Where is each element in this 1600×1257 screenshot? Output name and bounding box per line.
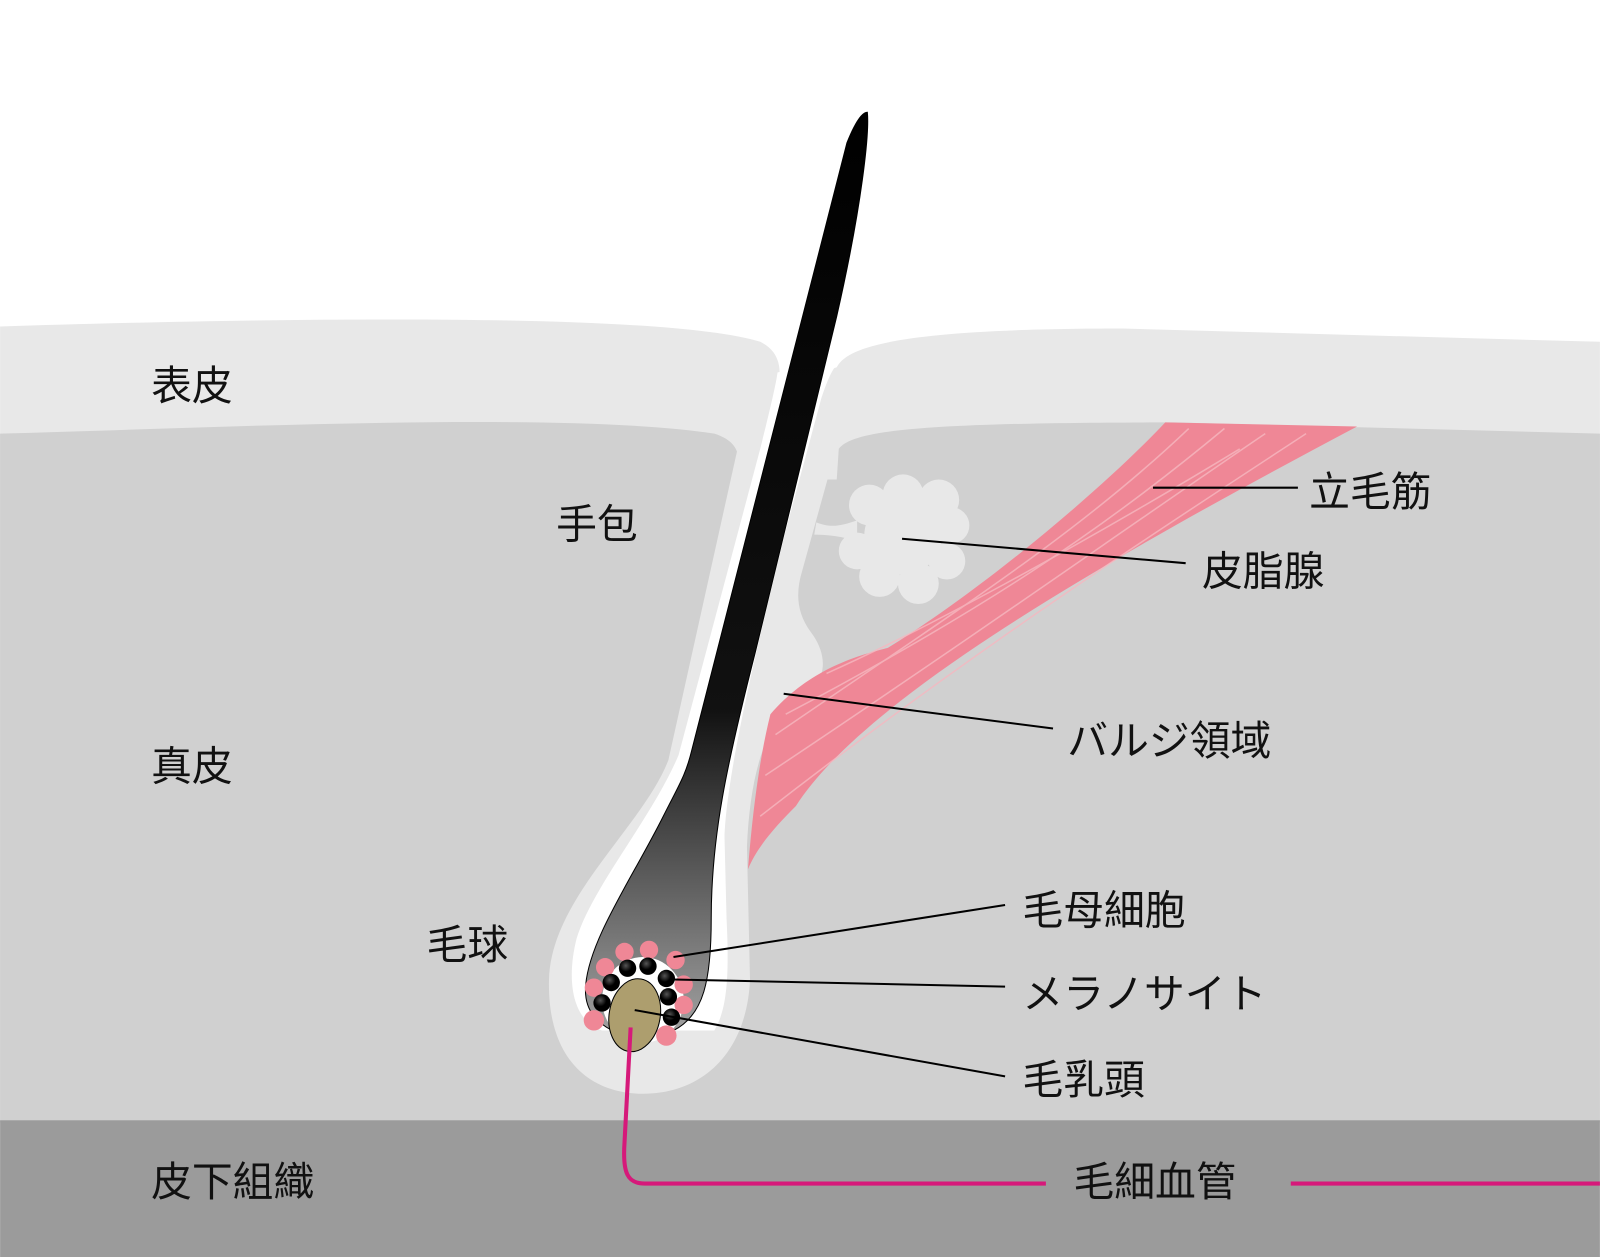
label-dermis: 真皮	[151, 743, 233, 791]
arrector-pili-muscle	[747, 422, 1358, 870]
label-hair-bulb: 毛球	[427, 921, 509, 969]
subcutaneous-layer	[0, 1120, 1600, 1257]
sebaceous-gland	[814, 474, 970, 605]
label-subcutaneous: 皮下組織	[151, 1158, 314, 1206]
label-matrix-cells: 毛母細胞	[1022, 886, 1185, 934]
label-sebaceous-gland: 皮脂腺	[1202, 548, 1324, 596]
label-follicle: 手包	[556, 501, 638, 549]
label-dermal-papilla: 毛乳頭	[1022, 1056, 1144, 1104]
label-capillary: 毛細血管	[1073, 1158, 1236, 1206]
matrix-cells	[583, 940, 693, 1046]
label-epidermis: 表皮	[151, 362, 233, 410]
capillary	[622, 1027, 1600, 1186]
label-bulge: バルジ領域	[1067, 717, 1271, 765]
leader-lines	[634, 486, 1298, 1078]
label-arrector-pili: 立毛筋	[1309, 468, 1431, 516]
label-melanocyte: メラノサイト	[1022, 970, 1266, 1018]
